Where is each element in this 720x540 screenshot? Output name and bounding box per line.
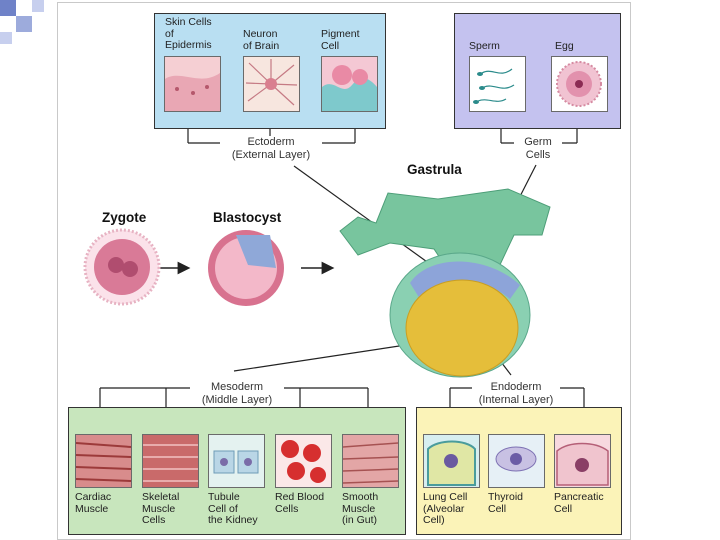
mesoderm-cell-label: Cardiac Muscle <box>75 491 112 515</box>
egg-image <box>551 56 608 112</box>
mesoderm-cell-label: Smooth Muscle (in Gut) <box>342 491 379 526</box>
zygote-title: Zygote <box>102 210 147 225</box>
ectoderm-layer-label: Ectoderm (External Layer) <box>220 136 322 162</box>
mesoderm-cell-label: Red Blood Cells <box>275 491 325 515</box>
endoderm-box: Lung Cell (Alveolar Cell) Thyroid Cell P… <box>416 407 622 535</box>
lung-cell-image <box>423 434 480 488</box>
ectoderm-cell-label: Neuron of Brain <box>243 28 280 52</box>
ectoderm-cell-label: Pigment Cell <box>321 28 360 52</box>
diagram-panel: Skin Cells of Epidermis Neuron of Brain … <box>57 2 631 540</box>
smooth-muscle-image <box>342 434 399 488</box>
pigment-cell-image <box>321 56 378 112</box>
sperm-image <box>469 56 526 112</box>
pancreatic-cell-image <box>554 434 611 488</box>
endoderm-cell-label: Thyroid Cell <box>488 491 524 515</box>
germ-cell-label: Egg <box>555 40 574 52</box>
ectoderm-cell-label: Skin Cells of Epidermis <box>165 16 212 51</box>
endoderm-cell-label: Pancreatic Cell <box>554 491 604 515</box>
mesoderm-cell-label: Tubule Cell of the Kidney <box>208 491 258 526</box>
red-blood-cells-image <box>275 434 332 488</box>
slide-corner-decoration <box>0 0 48 48</box>
germ-cells-box: Sperm Egg <box>454 13 621 129</box>
endoderm-cell-label: Lung Cell (Alveolar Cell) <box>423 491 468 526</box>
thyroid-cell-image <box>488 434 545 488</box>
cardiac-muscle-image <box>75 434 132 488</box>
ectoderm-box: Skin Cells of Epidermis Neuron of Brain … <box>154 13 386 129</box>
mesoderm-layer-label: Mesoderm (Middle Layer) <box>190 381 284 407</box>
mesoderm-box: Cardiac Muscle Skeletal Muscle Cells Tub… <box>68 407 406 535</box>
mesoderm-cell-label: Skeletal Muscle Cells <box>142 491 180 526</box>
germ-cell-label: Sperm <box>469 40 500 52</box>
endoderm-layer-label: Endoderm (Internal Layer) <box>472 381 560 407</box>
blastocyst-title: Blastocyst <box>213 210 282 225</box>
skin-cell-image <box>164 56 221 112</box>
neuron-image <box>243 56 300 112</box>
germ-layer-label: Germ Cells <box>514 136 562 162</box>
kidney-tubule-image <box>208 434 265 488</box>
gastrula-title: Gastrula <box>407 162 462 177</box>
skeletal-muscle-image <box>142 434 199 488</box>
